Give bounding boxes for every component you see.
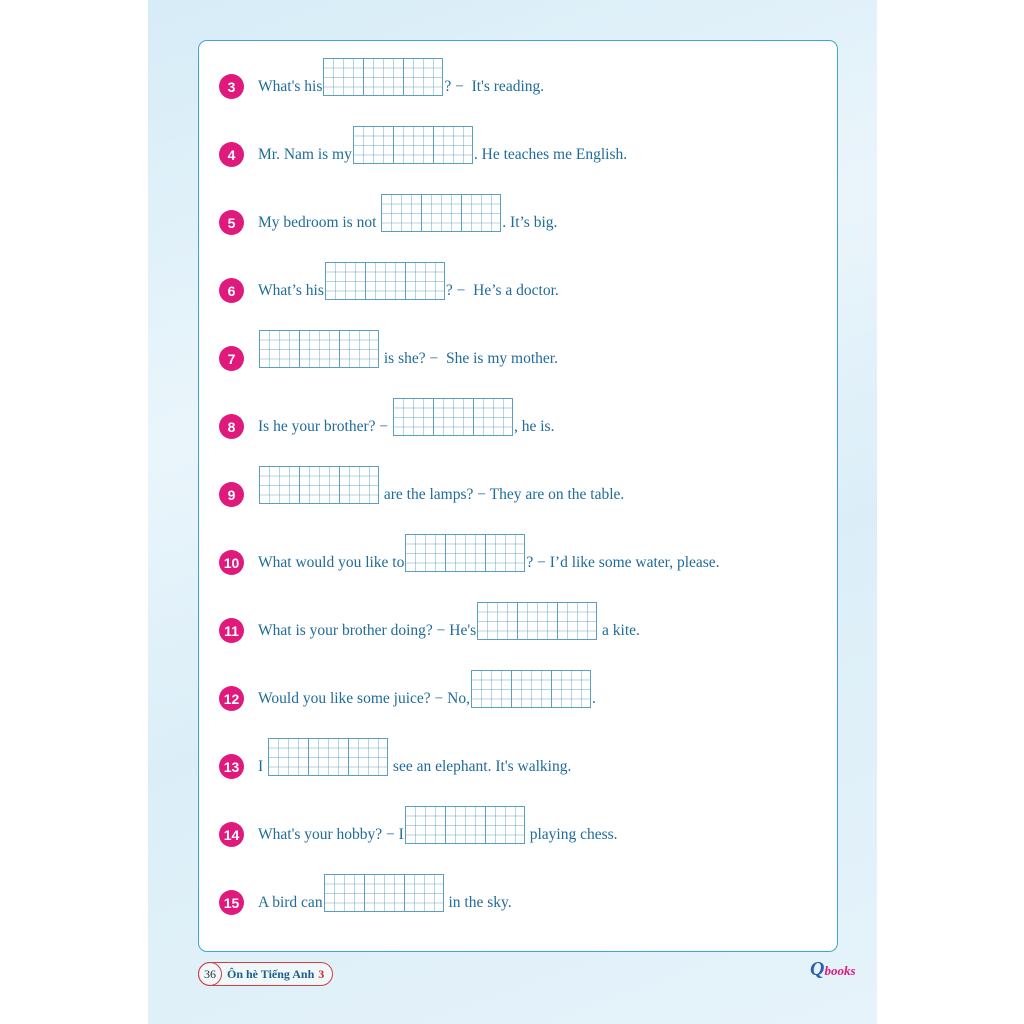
item-number-badge: 3 — [219, 74, 244, 99]
answer-grid-box[interactable] — [381, 194, 502, 232]
exercise-item: 12 Would you like some juice? − No,. — [219, 666, 596, 711]
item-text-before: What is your brother doing? − He's — [258, 622, 477, 639]
item-text-after: playing chess. — [525, 826, 618, 843]
item-text-before: My bedroom is not — [258, 214, 381, 231]
item-text-before: Is he your brother? − — [258, 418, 392, 435]
answer-grid-box[interactable] — [259, 330, 379, 368]
item-text-after: ? − It's reading. — [444, 78, 545, 95]
item-text-before: What's your hobby? − I — [258, 826, 404, 843]
item-text-after: , he is. — [514, 418, 555, 435]
item-number-badge: 13 — [219, 754, 244, 779]
item-number-badge: 14 — [219, 822, 244, 847]
item-number-badge: 8 — [219, 414, 244, 439]
item-number-badge: 15 — [219, 890, 244, 915]
item-text-after: . He teaches me English. — [473, 146, 628, 163]
item-text-after: ? − He’s a doctor. — [445, 282, 559, 299]
item-text-before: What’s his — [258, 282, 324, 299]
answer-grid-box[interactable] — [470, 670, 591, 708]
answer-grid-box[interactable] — [404, 806, 525, 844]
exercise-item: 14 What's your hobby? − I playing chess. — [219, 802, 618, 847]
exercise-item: 6 What’s his ? − He’s a doctor. — [219, 258, 559, 303]
item-text-before: What's his — [258, 78, 323, 95]
answer-grid-box[interactable] — [268, 738, 389, 776]
exercise-item: 5 My bedroom is not . It’s big. — [219, 190, 558, 235]
exercise-card: 3 What's his ? − It's reading. 4 Mr. Nam is … — [198, 40, 838, 952]
item-text-after: is she? − She is my mother. — [380, 350, 558, 367]
item-text-after: . It’s big. — [502, 214, 558, 231]
answer-grid-box[interactable] — [393, 398, 513, 436]
answer-grid-box[interactable] — [405, 534, 526, 572]
item-number-badge: 11 — [219, 618, 244, 643]
item-text-after: see an elephant. It's walking. — [389, 758, 572, 775]
exercise-item: 15 A bird can in the sky. — [219, 870, 512, 915]
item-number-badge: 12 — [219, 686, 244, 711]
answer-grid-box[interactable] — [352, 126, 473, 164]
item-text-after: are the lamps? − They are on the table. — [380, 486, 625, 503]
worksheet-page: 3 What's his ? − It's reading. 4 Mr. Nam is … — [148, 0, 877, 1024]
item-text-before: I — [258, 758, 268, 775]
answer-grid-box[interactable] — [323, 874, 444, 912]
page-number: 36 — [198, 962, 222, 986]
exercise-item: 4 Mr. Nam is my . He teaches me English. — [219, 122, 628, 167]
item-text-after: a kite. — [598, 622, 640, 639]
book-grade: 3 — [318, 966, 325, 981]
answer-grid-box[interactable] — [324, 262, 445, 300]
item-number-badge: 10 — [219, 550, 244, 575]
item-number-badge: 5 — [219, 210, 244, 235]
item-number-badge: 7 — [219, 346, 244, 371]
item-text-before: Would you like some juice? − No, — [258, 690, 470, 707]
answer-grid-box[interactable] — [323, 58, 444, 96]
item-text-after: . — [591, 690, 596, 707]
exercise-item: 10 What would you like to ? − I’d like som… — [219, 530, 720, 575]
answer-grid-box[interactable] — [259, 466, 379, 504]
exercise-item: 8 Is he your brother? − , he is. — [219, 394, 555, 439]
qbooks-logo: Qbooks — [810, 958, 856, 980]
exercise-item: 11 What is your brother doing? − He's a k… — [219, 598, 640, 643]
book-title: Ôn hè Tiếng Anh — [227, 966, 315, 981]
exercise-item: 9 are the lamps? − They are on the table… — [219, 462, 625, 507]
item-text-after: ? − I’d like some water, please. — [526, 554, 720, 571]
item-text-before: A bird can — [258, 894, 323, 911]
footer-book-tag: 36 Ôn hè Tiếng Anh 3 — [198, 962, 334, 986]
item-number-badge: 6 — [219, 278, 244, 303]
item-text-before: What would you like to — [258, 554, 405, 571]
exercise-item: 3 What's his ? − It's reading. — [219, 54, 545, 99]
exercise-item: 13 I see an elephant. It's walking. — [219, 734, 572, 779]
item-number-badge: 4 — [219, 142, 244, 167]
exercise-item: 7 is she? − She is my mother. — [219, 326, 558, 371]
answer-grid-box[interactable] — [477, 602, 598, 640]
item-text-before: Mr. Nam is my — [258, 146, 352, 163]
item-text-after: in the sky. — [444, 894, 512, 911]
item-number-badge: 9 — [219, 482, 244, 507]
